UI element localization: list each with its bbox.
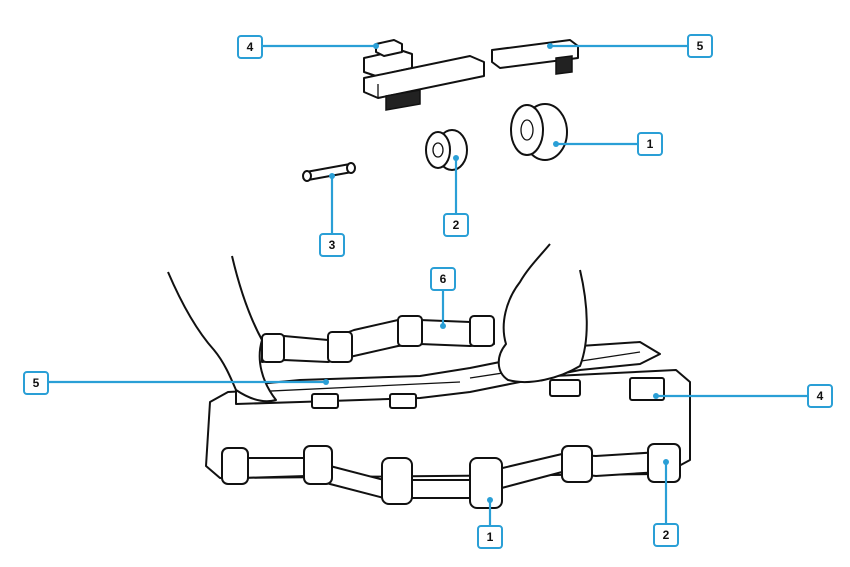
callout-top-pin: 3	[319, 173, 345, 257]
callout-assembly-belt: 5	[23, 371, 329, 395]
part-roller-small	[425, 129, 468, 171]
svg-text:5: 5	[697, 39, 704, 53]
hand-right	[497, 243, 588, 384]
callout-assembly-chain: 6	[430, 267, 456, 329]
part-pin	[302, 162, 356, 182]
svg-text:2: 2	[663, 528, 670, 542]
part-track-bar-left	[363, 55, 485, 111]
hand-left	[167, 255, 277, 403]
assembly-blocks	[311, 377, 665, 409]
callout-top-roller-small: 2	[443, 155, 469, 237]
svg-text:4: 4	[817, 389, 824, 403]
callout-top-roller-large: 1	[553, 132, 663, 156]
assembly-chain-back	[261, 315, 495, 363]
part-roller-large	[510, 103, 568, 161]
callout-assembly-roller-large: 1	[477, 497, 503, 549]
svg-text:6: 6	[440, 272, 447, 286]
callout-assembly-roller-small: 2	[653, 459, 679, 547]
callout-top-module: 4	[237, 35, 379, 59]
svg-text:4: 4	[247, 40, 254, 54]
svg-text:1: 1	[647, 137, 654, 151]
callout-assembly-block: 4	[653, 384, 833, 408]
svg-text:3: 3	[329, 238, 336, 252]
svg-text:5: 5	[33, 376, 40, 390]
svg-text:1: 1	[487, 530, 494, 544]
svg-text:2: 2	[453, 218, 460, 232]
callout-top-bar: 5	[547, 34, 713, 58]
assembly-roller-chain-front	[221, 443, 681, 509]
